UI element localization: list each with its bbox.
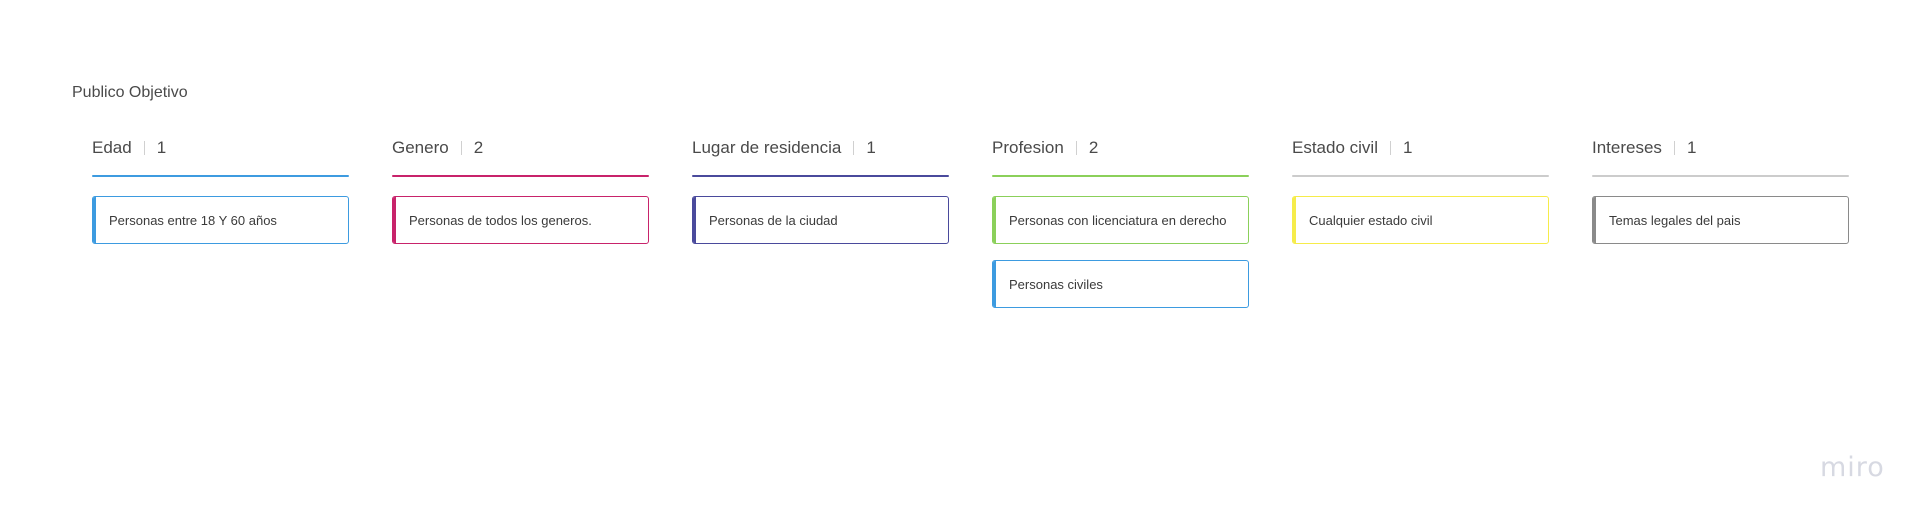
kanban-card[interactable]: Personas entre 18 Y 60 años [92, 196, 349, 244]
kanban-card[interactable]: Personas civiles [992, 260, 1249, 308]
column-card-list: Temas legales del pais [1592, 196, 1849, 244]
column-header-divider [1389, 141, 1391, 155]
column-color-rule [1592, 175, 1849, 177]
miro-logo: miro [1820, 452, 1885, 483]
column-header-divider [1673, 141, 1675, 155]
column-header-divider [143, 141, 145, 155]
column-header-divider [853, 141, 855, 155]
column-title[interactable]: Intereses [1592, 138, 1662, 157]
board-frame-title[interactable]: Publico Objetivo [72, 84, 188, 101]
column-header-divider [460, 141, 462, 155]
card-color-bar [993, 261, 996, 307]
column-color-rule [1292, 175, 1549, 177]
column-header[interactable]: Profesion 2 [992, 138, 1249, 158]
card-color-bar [693, 197, 696, 243]
column-card-count: 1 [866, 138, 876, 157]
kanban-card[interactable]: Temas legales del pais [1592, 196, 1849, 244]
column-header[interactable]: Estado civil 1 [1292, 138, 1549, 158]
column-header[interactable]: Genero 2 [392, 138, 649, 158]
column-card-count: 1 [1402, 138, 1413, 157]
card-text: Personas civiles [1009, 276, 1103, 292]
column-title[interactable]: Profesion [992, 138, 1064, 157]
column-title[interactable]: Edad [92, 138, 132, 157]
column-card-count: 2 [473, 138, 484, 157]
column-card-list: Personas entre 18 Y 60 años [92, 196, 349, 244]
column-color-rule [992, 175, 1249, 177]
column-title[interactable]: Genero [392, 138, 449, 157]
column-header[interactable]: Lugar de residencia 1 [692, 138, 949, 158]
card-text: Personas entre 18 Y 60 años [109, 212, 277, 228]
card-color-bar [1593, 197, 1596, 243]
card-color-bar [93, 197, 96, 243]
card-color-bar [393, 197, 396, 243]
kanban-card[interactable]: Personas de la ciudad [692, 196, 949, 244]
kanban-card[interactable]: Personas de todos los generos. [392, 196, 649, 244]
card-text: Personas de la ciudad [709, 212, 838, 228]
column-card-count: 1 [156, 138, 167, 157]
card-color-bar [993, 197, 996, 243]
card-text: Temas legales del pais [1609, 212, 1741, 228]
card-text: Cualquier estado civil [1309, 212, 1433, 228]
card-text: Personas de todos los generos. [409, 212, 592, 228]
column-title[interactable]: Estado civil [1292, 138, 1378, 157]
column-color-rule [692, 175, 949, 177]
column-card-list: Personas de la ciudad [692, 196, 949, 244]
column-card-count: 1 [1686, 138, 1697, 157]
column-card-list: Personas de todos los generos. [392, 196, 649, 244]
kanban-card[interactable]: Cualquier estado civil [1292, 196, 1549, 244]
card-color-bar [1293, 197, 1296, 243]
column-header-divider [1075, 141, 1077, 155]
column-header[interactable]: Edad 1 [92, 138, 349, 158]
column-title[interactable]: Lugar de residencia [692, 138, 842, 157]
column-color-rule [392, 175, 649, 177]
column-card-list: Cualquier estado civil [1292, 196, 1549, 244]
card-text: Personas con licenciatura en derecho [1009, 212, 1227, 228]
column-color-rule [92, 175, 349, 177]
kanban-card[interactable]: Personas con licenciatura en derecho [992, 196, 1249, 244]
column-card-count: 2 [1088, 138, 1099, 157]
column-header[interactable]: Intereses 1 [1592, 138, 1849, 158]
